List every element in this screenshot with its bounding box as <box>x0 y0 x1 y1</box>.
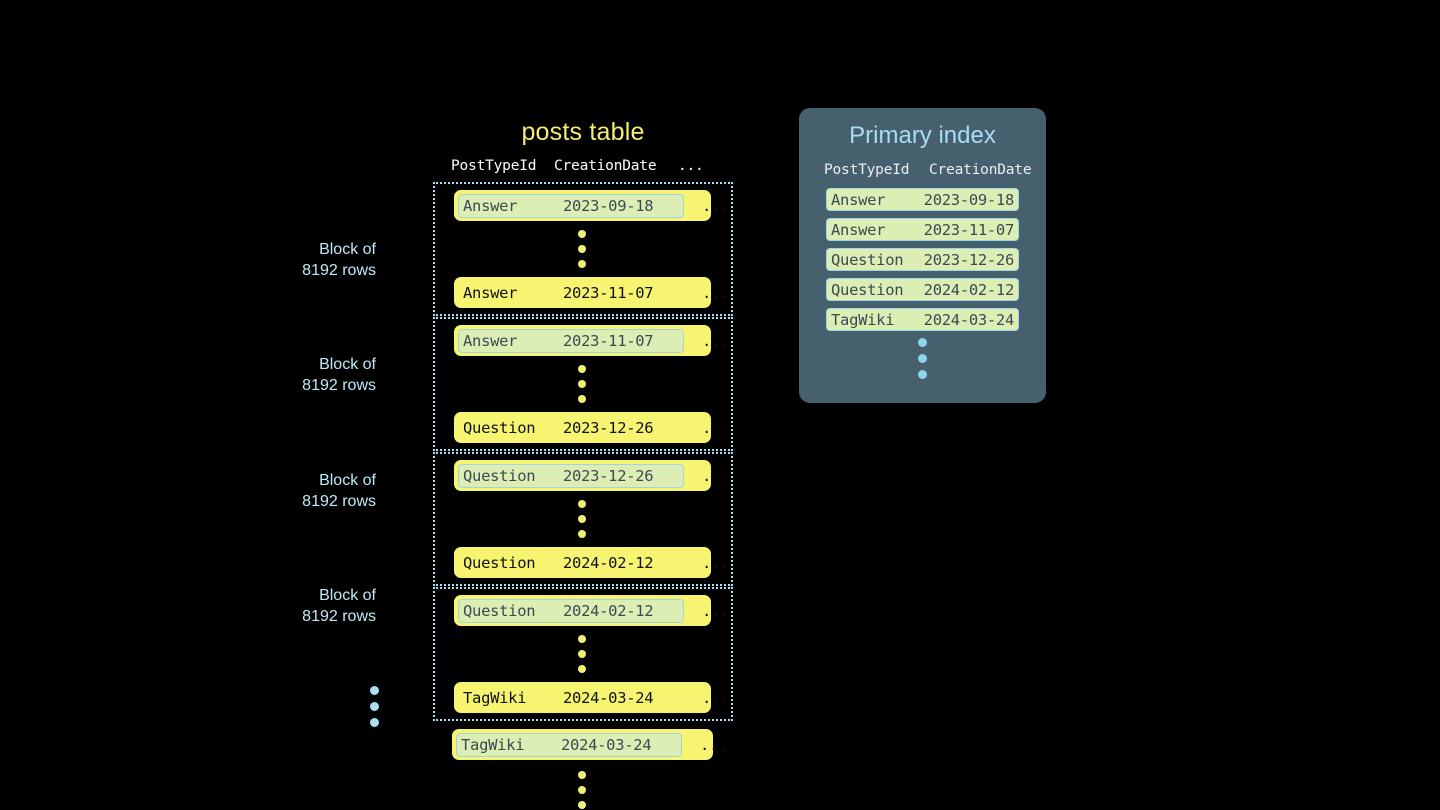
block-label-line1: Block of <box>319 241 376 258</box>
pi-cell-posttypeid: Question <box>831 250 904 269</box>
cell-posttypeid: Question <box>463 553 536 572</box>
table-row: Question 2023-12-26 ... <box>454 412 729 443</box>
row-key-cells: TagWiki 2024-03-24 <box>456 732 682 757</box>
primary-index-column-headers: PostTypeId CreationDate <box>799 162 1046 178</box>
primary-index-title: Primary index <box>849 122 996 149</box>
cell-posttypeid: TagWiki <box>461 735 525 754</box>
table-row: Question 2024-02-12 ... <box>454 595 729 626</box>
cell-ellipsis: ... <box>702 688 730 707</box>
primary-index-row: Question 2023-12-26 <box>826 248 1019 271</box>
pi-cell-creationdate: 2023-09-18 <box>923 190 1015 209</box>
primary-index-row: Answer 2023-09-18 <box>826 188 1019 211</box>
row-key-cells: Answer 2023-11-07 <box>458 328 684 353</box>
block-label: Block of 8192 rows <box>244 239 376 281</box>
table-row: Answer 2023-11-07 ... <box>454 277 729 308</box>
row-key-cells: Question 2024-02-12 <box>458 598 684 623</box>
row-key-cells: Answer 2023-11-07 <box>458 281 684 305</box>
vertical-ellipsis-dots <box>433 626 731 682</box>
vertical-ellipsis-dots <box>433 491 731 547</box>
primary-index-panel: Primary index PostTypeId CreationDate An… <box>799 108 1046 403</box>
primary-index-rows: Answer 2023-09-18 Answer 2023-11-07 Ques… <box>799 188 1046 331</box>
pi-cell-posttypeid: TagWiki <box>831 310 895 329</box>
table-tail-ellipsis-dots <box>431 771 733 809</box>
cell-posttypeid: Question <box>463 466 536 485</box>
block-label-line1: Block of <box>319 472 376 489</box>
table-row: Question 2023-12-26 ... <box>454 460 729 491</box>
table-row: Answer 2023-09-18 ... <box>454 190 729 221</box>
block-label: Block of 8192 rows <box>244 354 376 396</box>
cell-posttypeid: Answer <box>463 331 518 350</box>
cell-creationdate: 2023-09-18 <box>563 196 654 215</box>
pi-cell-creationdate: 2023-12-26 <box>923 250 1015 269</box>
row-key-cells: TagWiki 2024-03-24 <box>458 686 684 710</box>
pi-cell-creationdate: 2023-11-07 <box>923 220 1015 239</box>
pi-column-header-posttypeid: PostTypeId <box>824 162 910 178</box>
table-block: Answer 2023-09-18 ... Answer 2023-11-07 … <box>433 182 733 316</box>
cell-ellipsis: ... <box>702 418 730 437</box>
block-label-line1: Block of <box>319 587 376 604</box>
block-label-line2: 8192 rows <box>302 493 376 510</box>
cell-ellipsis: ... <box>700 735 728 754</box>
cell-creationdate: 2024-03-24 <box>563 688 654 707</box>
cell-posttypeid: TagWiki <box>463 688 527 707</box>
pi-column-header-creationdate: CreationDate <box>929 162 1032 178</box>
cell-ellipsis: ... <box>702 553 730 572</box>
column-header-creationdate: CreationDate <box>554 158 657 174</box>
cell-creationdate: 2024-02-12 <box>563 601 654 620</box>
row-key-cells: Question 2024-02-12 <box>458 551 684 575</box>
table-row: TagWiki 2024-03-24 ... <box>454 682 729 713</box>
primary-index-row: TagWiki 2024-03-24 <box>826 308 1019 331</box>
table-row: TagWiki 2024-03-24 ... <box>452 729 727 760</box>
cell-ellipsis: ... <box>702 466 730 485</box>
table-block: Question 2024-02-12 ... TagWiki 2024-03-… <box>433 587 733 721</box>
cell-posttypeid: Answer <box>463 196 518 215</box>
cell-creationdate: 2024-03-24 <box>561 735 652 754</box>
pi-cell-posttypeid: Answer <box>831 220 886 239</box>
row-key-cells: Question 2023-12-26 <box>458 416 684 440</box>
pi-cell-posttypeid: Answer <box>831 190 886 209</box>
cell-creationdate: 2023-11-07 <box>563 331 654 350</box>
cell-creationdate: 2024-02-12 <box>563 553 654 572</box>
primary-index-row: Answer 2023-11-07 <box>826 218 1019 241</box>
primary-index-row: Question 2024-02-12 <box>826 278 1019 301</box>
row-key-cells: Question 2023-12-26 <box>458 463 684 488</box>
cell-posttypeid: Question <box>463 601 536 620</box>
row-key-cells: Answer 2023-09-18 <box>458 193 684 218</box>
table-block: Question 2023-12-26 ... Question 2024-02… <box>433 452 733 586</box>
cell-creationdate: 2023-11-07 <box>563 283 654 302</box>
cell-posttypeid: Answer <box>463 283 518 302</box>
primary-index-ellipsis-dots <box>799 338 1046 379</box>
posts-table-section: posts table PostTypeId CreationDate ... … <box>433 118 733 809</box>
cell-creationdate: 2023-12-26 <box>563 418 654 437</box>
cell-ellipsis: ... <box>702 331 730 350</box>
table-row: Answer 2023-11-07 ... <box>454 325 729 356</box>
pi-cell-posttypeid: Question <box>831 280 904 299</box>
cell-ellipsis: ... <box>702 283 730 302</box>
pi-cell-creationdate: 2024-02-12 <box>923 280 1015 299</box>
pi-cell-creationdate: 2024-03-24 <box>923 310 1015 329</box>
block-label: Block of 8192 rows <box>244 585 376 627</box>
cell-ellipsis: ... <box>702 601 730 620</box>
left-continuation-dots <box>370 686 379 727</box>
posts-table-title: posts table <box>521 118 645 146</box>
block-label-line2: 8192 rows <box>302 262 376 279</box>
vertical-ellipsis-dots <box>433 356 731 412</box>
vertical-ellipsis-dots <box>433 221 731 277</box>
table-row: Question 2024-02-12 ... <box>454 547 729 578</box>
block-label: Block of 8192 rows <box>244 470 376 512</box>
block-label-line2: 8192 rows <box>302 608 376 625</box>
block-label-line1: Block of <box>319 356 376 373</box>
trailing-row-wrapper: TagWiki 2024-03-24 ... <box>433 729 733 760</box>
column-header-ellipsis: ... <box>678 158 704 174</box>
table-block: Answer 2023-11-07 ... Question 2023-12-2… <box>433 317 733 451</box>
posts-table-column-headers: PostTypeId CreationDate ... <box>433 158 733 174</box>
block-label-line2: 8192 rows <box>302 377 376 394</box>
cell-ellipsis: ... <box>702 196 730 215</box>
cell-creationdate: 2023-12-26 <box>563 466 654 485</box>
column-header-posttypeid: PostTypeId <box>451 158 537 174</box>
cell-posttypeid: Question <box>463 418 536 437</box>
